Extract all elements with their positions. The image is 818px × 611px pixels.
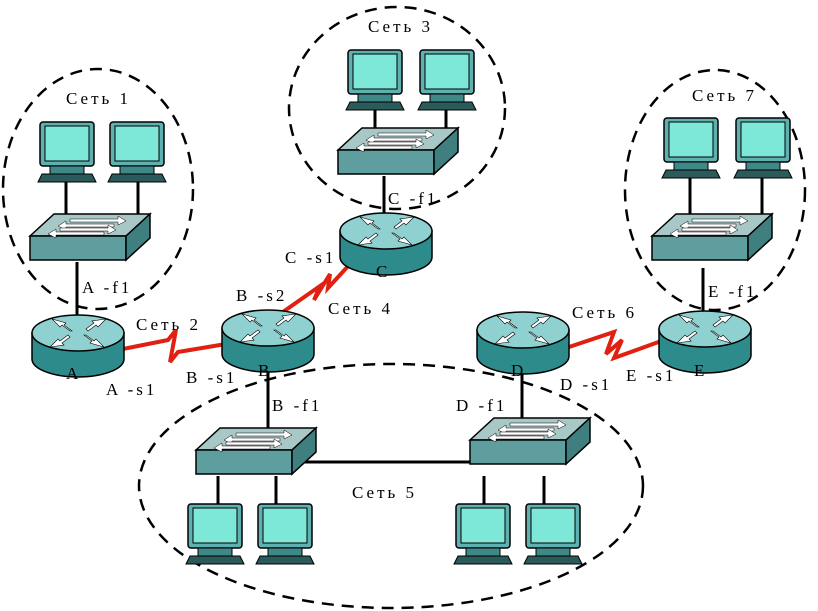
switch-icon	[469, 417, 591, 465]
label-net6: Сеть 6	[572, 303, 637, 322]
label-net3: Сеть 3	[368, 17, 433, 36]
label-router-b: B	[258, 361, 272, 380]
label-router-d: D	[511, 361, 526, 380]
label-router-c: C	[376, 262, 390, 281]
pc-icon	[37, 121, 97, 183]
label-e-f1: E -f1	[708, 282, 757, 301]
switch-icon	[195, 427, 317, 475]
pc-icon	[185, 503, 245, 565]
label-net2: Сеть 2	[136, 315, 201, 334]
net3-boundary	[287, 5, 507, 211]
label-b-s1: B -s1	[186, 368, 237, 387]
pc-icon	[523, 503, 583, 565]
net1-boundary	[1, 67, 195, 311]
label-net4: Сеть 4	[328, 299, 393, 318]
pc-icon	[661, 117, 721, 179]
switch-icon	[651, 213, 773, 261]
pc-icon	[107, 121, 167, 183]
switch-icon	[337, 127, 459, 175]
label-a-f1: A -f1	[82, 278, 132, 297]
label-router-a: A	[66, 364, 81, 383]
pc-icon	[417, 49, 477, 111]
label-e-s1: E -s1	[626, 366, 676, 385]
label-router-e: E	[694, 361, 707, 380]
pc-icon	[453, 503, 513, 565]
label-net7: Сеть 7	[692, 86, 757, 105]
label-net5: Сеть 5	[352, 483, 417, 502]
label-net1: Сеть 1	[66, 89, 131, 108]
serial-link-a-b	[117, 328, 227, 364]
pc-icon	[345, 49, 405, 111]
pc-icon	[255, 503, 315, 565]
wired-links	[64, 100, 764, 506]
label-b-s2: B -s2	[236, 286, 287, 305]
label-c-f1: C -f1	[388, 189, 438, 208]
label-d-f1: D -f1	[456, 396, 507, 415]
net5-boundary	[137, 362, 645, 610]
serial-link-d-e	[565, 328, 665, 362]
net7-boundary	[623, 68, 807, 312]
serial-link-b-c	[278, 262, 352, 316]
pc-icon	[733, 117, 793, 179]
label-c-s1: C -s1	[285, 248, 336, 267]
label-b-f1: B -f1	[272, 396, 322, 415]
label-d-s1: D -s1	[560, 375, 612, 394]
switch-icon	[29, 213, 151, 261]
label-a-s1: A -s1	[106, 380, 157, 399]
